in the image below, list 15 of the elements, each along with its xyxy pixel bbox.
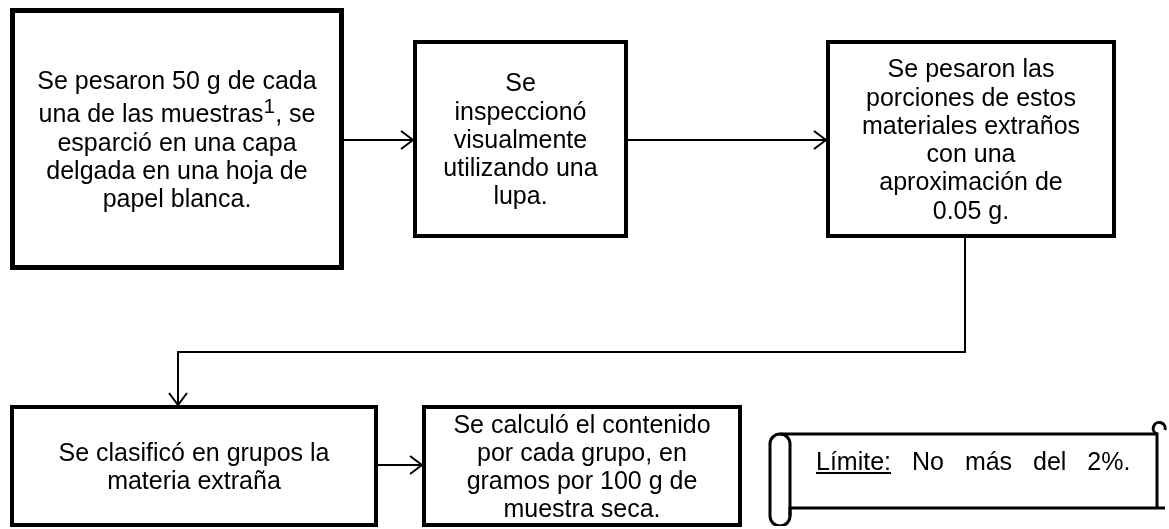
process-box [826,40,1116,238]
process-box [10,405,378,527]
arrow [377,455,423,475]
step-text: Se inspeccionó visualmente utilizando una lupa. [442,68,599,210]
step-text: Se pesaron las porciones de estos materiales extraños con una aproximación de 0.05 g. [860,54,1082,224]
process-box [422,405,742,527]
step-text: Se calculó el contenido por cada grupo, en gramos por 100 g de muestra seca. [452,409,712,523]
arrow [343,130,414,150]
limit-note: Límite: No más del 2%. [816,446,1132,476]
step-text: Se pesaron 50 g de cada una de las muestras$^{1}$, se esparció en una capa delgada en una hoja de papel blanca. [37,65,317,213]
process-box [413,40,628,238]
arrow [168,237,966,406]
step-text: Se clasificó en grupos la materia extraña [57,437,331,495]
arrow [627,130,827,150]
process-box [10,8,344,270]
